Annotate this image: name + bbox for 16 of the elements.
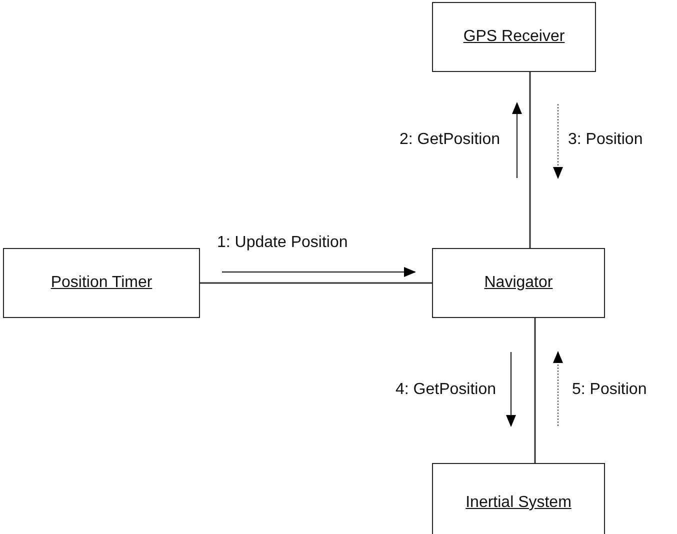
link-line: [529, 72, 531, 248]
object-name: Position Timer: [50, 274, 152, 292]
object-name: Inertial System: [466, 494, 572, 512]
message-label: 5: Position: [572, 381, 647, 399]
object-box: [432, 2, 596, 72]
link-line: [200, 282, 432, 284]
message-label: 4: GetPosition: [396, 381, 496, 399]
link-line: [534, 318, 536, 463]
object-box: [432, 463, 605, 534]
object-box: [3, 248, 200, 318]
object-name: Navigator: [484, 274, 553, 292]
message-label: 2: GetPosition: [400, 131, 500, 149]
object-box: [432, 248, 605, 318]
message-label: 3: Position: [568, 131, 643, 149]
object-name: GPS Receiver: [463, 28, 565, 46]
message-label: 1: Update Position: [217, 234, 348, 252]
